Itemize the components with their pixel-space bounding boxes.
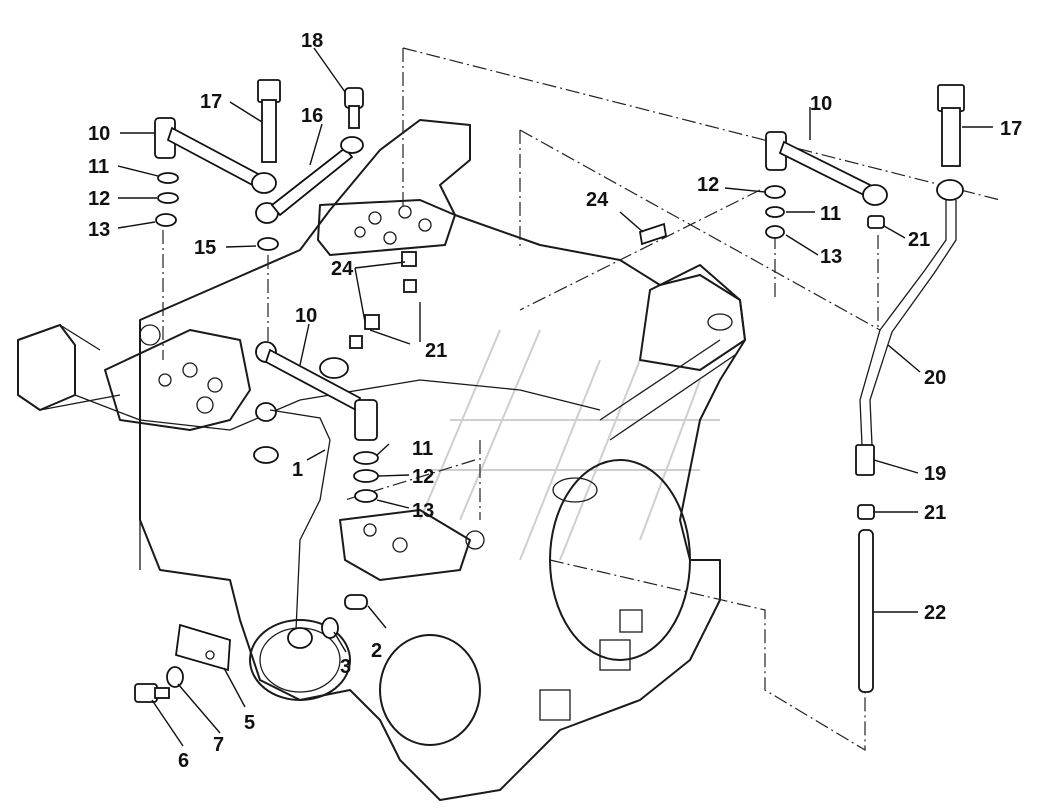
callout-6: 6 bbox=[178, 750, 189, 772]
callout-17-left: 17 bbox=[200, 91, 222, 113]
callout-7: 7 bbox=[213, 734, 224, 756]
axle-housing bbox=[17, 119, 746, 801]
callout-13-right: 13 bbox=[820, 246, 842, 268]
callout-11-center: 11 bbox=[412, 438, 433, 460]
callout-18: 18 bbox=[301, 30, 323, 52]
callout-10-center: 10 bbox=[295, 305, 317, 327]
callouts: 1 2 3 5 6 7 10 10 10 11 11 11 12 12 12 1… bbox=[88, 30, 1022, 772]
callout-2: 2 bbox=[371, 640, 382, 662]
callout-5: 5 bbox=[244, 712, 255, 734]
callout-19: 19 bbox=[924, 463, 946, 485]
callout-12-right: 12 bbox=[697, 174, 719, 196]
callout-21-lower: 21 bbox=[924, 502, 946, 524]
callout-3: 3 bbox=[340, 656, 351, 678]
left-banjo-assembly bbox=[154, 79, 364, 251]
callout-21-center: 21 bbox=[425, 340, 447, 362]
callout-15: 15 bbox=[194, 237, 216, 259]
callout-12-center: 12 bbox=[412, 466, 434, 488]
callout-13-left: 13 bbox=[88, 219, 110, 241]
callout-11-right: 11 bbox=[820, 203, 841, 225]
callout-11-left: 11 bbox=[88, 156, 109, 178]
leader-lines bbox=[117, 47, 993, 747]
callout-20: 20 bbox=[924, 367, 946, 389]
right-banjo-assembly bbox=[764, 84, 965, 693]
callout-16: 16 bbox=[301, 105, 323, 127]
callout-17-right: 17 bbox=[1000, 118, 1022, 140]
fittings bbox=[319, 222, 668, 379]
callout-10-left: 10 bbox=[88, 123, 110, 145]
callout-10-right: 10 bbox=[810, 93, 832, 115]
callout-24-upper: 24 bbox=[586, 189, 609, 211]
center-pipe-assembly bbox=[253, 341, 379, 649]
callout-21-right: 21 bbox=[908, 229, 930, 251]
assembly-lines bbox=[162, 47, 1001, 752]
callout-24-left: 24 bbox=[331, 258, 354, 280]
callout-13-center: 13 bbox=[412, 500, 434, 522]
callout-1: 1 bbox=[292, 459, 303, 481]
callout-22: 22 bbox=[924, 602, 946, 624]
watermark bbox=[419, 329, 720, 561]
callout-12-left: 12 bbox=[88, 188, 110, 210]
bracket-bolt-washer bbox=[134, 623, 231, 703]
